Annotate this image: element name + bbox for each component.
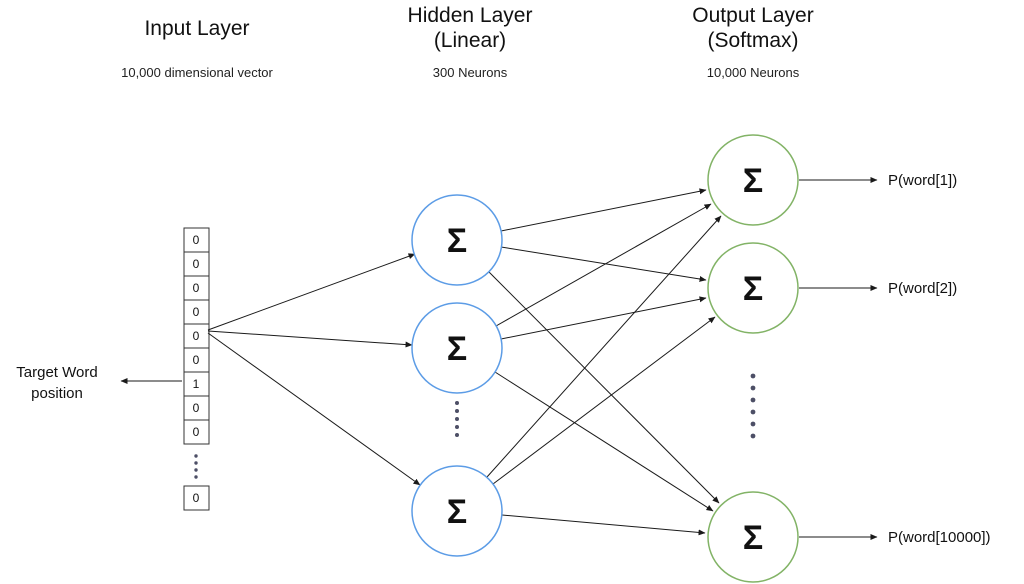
vector-cell-value: 0 <box>193 305 200 319</box>
edge-h1-o1 <box>500 188 707 232</box>
edge-h2-o2 <box>500 296 707 340</box>
edge-h2-o1 <box>495 203 712 327</box>
vector-cell-value: 0 <box>193 401 200 415</box>
vector-cell-value: 0 <box>193 281 200 295</box>
edge-h3-o1 <box>486 215 722 478</box>
output-label-n: P(word[10000]) <box>888 529 991 546</box>
vector-cell-value: 0 <box>193 491 200 505</box>
hidden-neuron-2-symbol: Σ <box>447 330 467 368</box>
output-layer-neurons: Σ Σ Σ <box>707 134 799 583</box>
hidden-layer-subtitle-type: (Linear) <box>434 29 506 52</box>
hidden-to-output-edges <box>486 188 722 536</box>
vector-cell-value: 0 <box>193 329 200 343</box>
output-neuron-1-symbol: Σ <box>743 162 763 200</box>
target-word-label-line1: Target Word <box>16 364 97 381</box>
edge-h1-o2 <box>500 246 707 282</box>
target-word-annotation: Target Word position <box>16 364 182 402</box>
edge-input-h2 <box>207 330 413 348</box>
edge-h3-o3 <box>501 514 706 536</box>
vector-cell <box>183 395 210 421</box>
output-neuron-n-symbol: Σ <box>743 519 763 557</box>
output-ellipsis <box>750 373 756 439</box>
hidden-neuron-1 <box>411 194 503 286</box>
edge-h3-o2 <box>492 316 716 485</box>
input-ellipsis <box>194 454 198 479</box>
hidden-layer-neuron-count: 300 Neurons <box>433 65 508 80</box>
output-neuron-1 <box>707 134 799 226</box>
hidden-neuron-n-symbol: Σ <box>447 493 467 531</box>
hidden-neuron-1-symbol: Σ <box>447 222 467 260</box>
hidden-neuron-n <box>411 465 503 557</box>
edge-h2-o3 <box>494 371 714 512</box>
target-word-label-line2: position <box>31 385 83 402</box>
output-label-2: P(word[2]) <box>888 280 957 297</box>
output-layer-title: Output Layer <box>692 4 813 27</box>
output-probability-arrows: P(word[1]) P(word[2]) P(word[10000]) <box>799 172 991 546</box>
vector-cell-last <box>183 485 210 511</box>
output-layer-subtitle-type: (Softmax) <box>707 29 798 52</box>
output-layer-neuron-count: 10,000 Neurons <box>707 65 800 80</box>
vector-cell-value: 0 <box>193 233 200 247</box>
output-label-1: P(word[1]) <box>888 172 957 189</box>
input-layer-subtitle: 10,000 dimensional vector <box>121 65 273 80</box>
edge-input-h1 <box>207 253 416 331</box>
hidden-ellipsis <box>455 401 459 437</box>
hidden-neuron-2 <box>411 302 503 394</box>
hidden-layer-title: Hidden Layer <box>408 4 533 27</box>
hidden-layer-neurons: Σ Σ Σ <box>411 194 503 557</box>
vector-cell-value: 0 <box>193 257 200 271</box>
edge-input-h3 <box>207 332 421 486</box>
vector-cell <box>183 419 210 445</box>
output-neuron-n <box>707 491 799 583</box>
vector-cell <box>183 299 210 325</box>
vector-cell <box>183 347 210 373</box>
vector-cell-value: 0 <box>193 353 200 367</box>
vector-cell-value-target: 1 <box>193 377 200 391</box>
edge-h1-o3 <box>488 271 720 504</box>
vector-cell-value: 0 <box>193 425 200 439</box>
input-vector: 0 0 0 0 0 0 1 0 0 0 <box>183 227 210 511</box>
output-neuron-2 <box>707 242 799 334</box>
input-to-hidden-edges <box>207 253 421 486</box>
output-neuron-2-symbol: Σ <box>743 270 763 308</box>
input-layer-title: Input Layer <box>144 17 249 40</box>
